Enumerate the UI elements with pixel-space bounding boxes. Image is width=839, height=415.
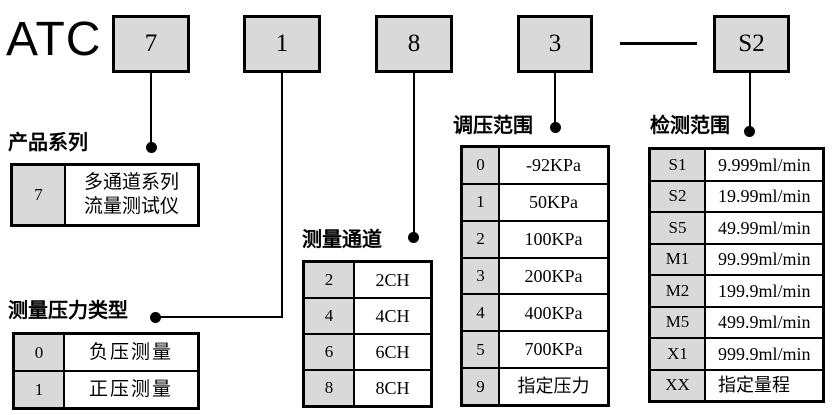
connector-dot-detection-range bbox=[744, 126, 755, 137]
code-segment-box-5: S2 bbox=[713, 15, 790, 73]
connector-dot-channels bbox=[408, 232, 419, 243]
code-segment-box-2: 1 bbox=[243, 15, 321, 73]
table-row: 8 8CH bbox=[305, 369, 430, 405]
code-key-cell: 3 bbox=[463, 258, 500, 294]
code-key-cell: S1 bbox=[651, 150, 706, 180]
meaning-cell: 99.99ml/min bbox=[718, 249, 811, 269]
meaning-cell: 19.99ml/min bbox=[718, 186, 811, 206]
code-key-cell: 9 bbox=[463, 369, 500, 405]
code-prefix: ATC bbox=[6, 13, 102, 66]
code-key-cell: 0 bbox=[463, 148, 500, 183]
table-row: S5 49.99ml/min bbox=[651, 211, 822, 243]
connector-line-pressure-type-horizontal bbox=[155, 316, 283, 318]
code-key-cell: X1 bbox=[651, 339, 706, 369]
connector-line-pressure-type bbox=[281, 73, 283, 317]
meaning-cell: -92KPa bbox=[526, 155, 581, 176]
connector-dot-product-series bbox=[146, 142, 157, 153]
meaning-cell: 正压测量 bbox=[88, 378, 173, 400]
code-segment-box-1: 7 bbox=[112, 15, 190, 73]
table-product-series: 7 多通道系列 流量测试仪 bbox=[10, 163, 200, 227]
table-row: S2 19.99ml/min bbox=[651, 179, 822, 211]
meaning-cell: 8CH bbox=[375, 377, 410, 398]
meaning-cell: 100KPa bbox=[524, 228, 583, 249]
meaning-cell: 400KPa bbox=[524, 302, 583, 323]
code-key-cell: 7 bbox=[13, 166, 66, 224]
meaning-cell: 999.9ml/min bbox=[718, 343, 811, 364]
code-key-cell: S2 bbox=[651, 181, 706, 211]
table-row: 5 700KPa bbox=[463, 330, 607, 368]
code-key-cell: 2 bbox=[305, 263, 355, 297]
table-pressure-range: 0 -92KPa 1 50KPa 2 100KPa 3 200KPa 4 400KPa 5 700KP… bbox=[460, 145, 610, 407]
table-title-product-series: 产品系列 bbox=[8, 132, 88, 154]
connector-line-detection-range bbox=[749, 73, 751, 129]
meaning-cell: 多通道系列 流量测试仪 bbox=[83, 172, 179, 217]
connector-dot-pressure-type bbox=[150, 312, 161, 323]
table-row: 4 400KPa bbox=[463, 293, 607, 331]
table-title-pressure-range: 调压范围 bbox=[453, 115, 533, 137]
table-row: 0 负压测量 bbox=[15, 335, 197, 370]
table-row: 2 100KPa bbox=[463, 219, 607, 257]
meaning-cell: 6CH bbox=[375, 341, 410, 362]
code-segment-box-3: 8 bbox=[375, 15, 453, 73]
code-key-cell: M2 bbox=[651, 276, 706, 306]
meaning-cell: 指定量程 bbox=[718, 375, 790, 395]
table-row: 3 200KPa bbox=[463, 256, 607, 294]
meaning-cell: 200KPa bbox=[524, 265, 583, 286]
meaning-cell: 4CH bbox=[375, 305, 410, 326]
table-row: XX 指定量程 bbox=[651, 368, 822, 400]
code-separator-dash bbox=[620, 42, 697, 45]
connector-line-channels bbox=[413, 73, 415, 235]
meaning-cell: 700KPa bbox=[524, 339, 583, 360]
table-row: 7 多通道系列 流量测试仪 bbox=[13, 166, 197, 224]
meaning-cell: 负压测量 bbox=[88, 341, 173, 363]
meaning-cell: 50KPa bbox=[529, 192, 578, 213]
code-key-cell: 1 bbox=[15, 372, 65, 407]
meaning-cell: 199.9ml/min bbox=[718, 280, 811, 301]
code-key-cell: 0 bbox=[15, 335, 65, 370]
table-channels: 2 2CH 4 4CH 6 6CH 8 8CH bbox=[302, 260, 433, 408]
table-row: 2 2CH bbox=[305, 263, 430, 297]
table-title-pressure-type: 测量压力类型 bbox=[8, 300, 128, 322]
code-key-cell: 8 bbox=[305, 371, 355, 405]
table-row: 1 正压测量 bbox=[15, 370, 197, 407]
connector-line-pressure-range bbox=[554, 73, 556, 125]
meaning-cell: 49.99ml/min bbox=[718, 217, 811, 238]
code-key-cell: M5 bbox=[651, 307, 706, 337]
table-row: 4 4CH bbox=[305, 297, 430, 333]
code-key-cell: 1 bbox=[463, 184, 500, 220]
meaning-cell: 9.999ml/min bbox=[718, 154, 811, 175]
code-key-cell: 4 bbox=[463, 295, 500, 331]
table-title-detection-range: 检测范围 bbox=[650, 115, 730, 137]
meaning-cell: 指定压力 bbox=[517, 376, 590, 397]
table-row: S1 9.999ml/min bbox=[651, 150, 822, 180]
table-row: 0 -92KPa bbox=[463, 148, 607, 183]
meaning-cell: 2CH bbox=[375, 269, 410, 290]
code-key-cell: S5 bbox=[651, 213, 706, 243]
connector-line-product-series bbox=[150, 73, 152, 145]
table-row: X1 999.9ml/min bbox=[651, 337, 822, 369]
table-row: 9 指定压力 bbox=[463, 367, 607, 405]
code-key-cell: M1 bbox=[651, 244, 706, 274]
table-row: 1 50KPa bbox=[463, 182, 607, 220]
table-row: M2 199.9ml/min bbox=[651, 274, 822, 306]
code-key-cell: 2 bbox=[463, 221, 500, 257]
table-row: M1 99.99ml/min bbox=[651, 242, 822, 274]
table-row: M5 499.9ml/min bbox=[651, 305, 822, 337]
table-row: 6 6CH bbox=[305, 333, 430, 369]
meaning-cell: 499.9ml/min bbox=[718, 312, 811, 332]
code-key-cell: 5 bbox=[463, 332, 500, 368]
code-key-cell: 6 bbox=[305, 335, 355, 369]
table-pressure-type: 0 负压测量 1 正压测量 bbox=[12, 332, 200, 410]
code-key-cell: XX bbox=[651, 370, 706, 400]
code-key-cell: 4 bbox=[305, 299, 355, 333]
code-segment-box-4: 3 bbox=[517, 15, 593, 73]
connector-dot-pressure-range bbox=[550, 122, 561, 133]
table-title-channels: 测量通道 bbox=[302, 229, 382, 251]
